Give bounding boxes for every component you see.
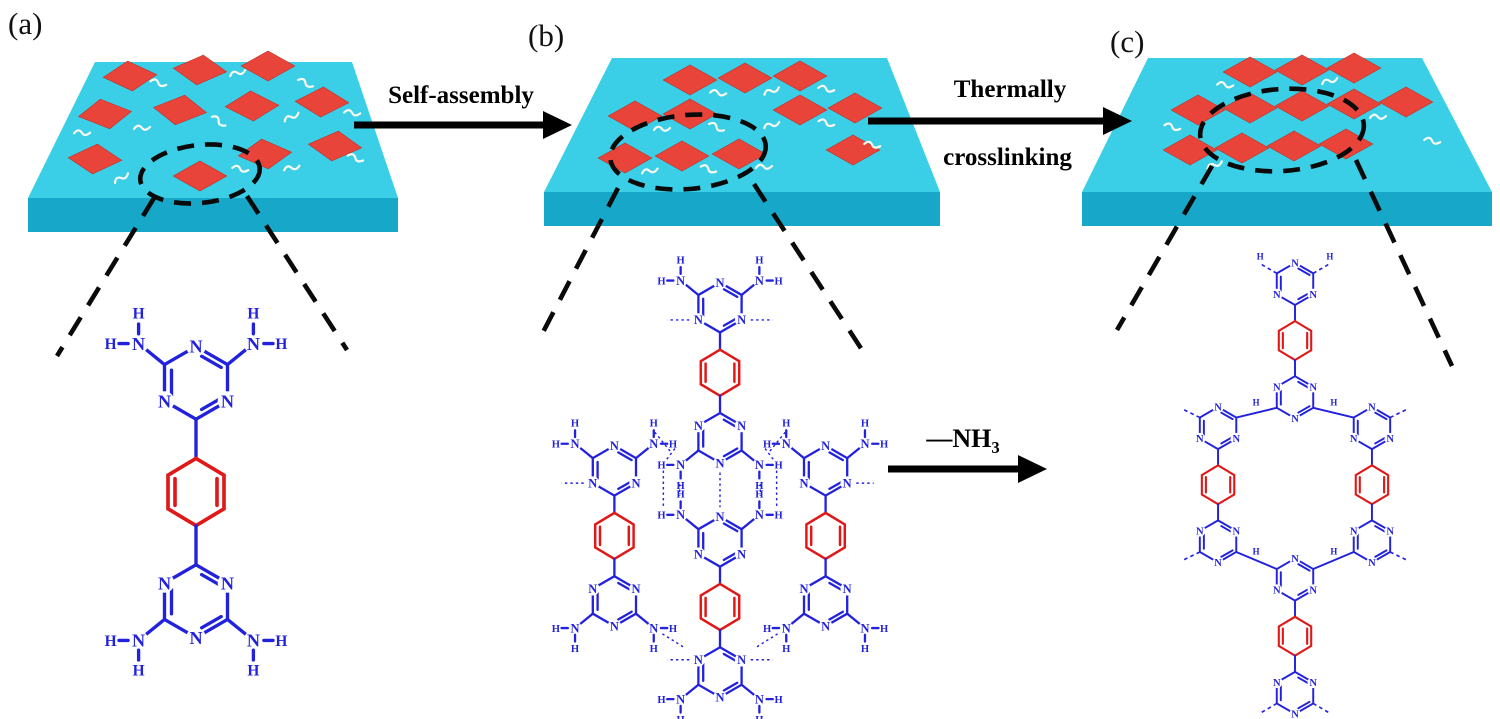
arrow-label-minus-nh3: —NH3: [888, 424, 1038, 458]
hydrogen-label: H: [1253, 546, 1260, 556]
hydrogen-label: H: [1326, 252, 1333, 262]
hydrogen-label: H: [1330, 546, 1337, 556]
molecule-network-c: H H H H H H: [1181, 252, 1409, 719]
panel-label-b: (b): [528, 18, 565, 53]
nh3-text: —NH: [926, 424, 992, 453]
hydrogen-label: H: [1253, 397, 1260, 407]
arrow-thermally-crosslinking: [868, 107, 1132, 135]
arrow-self-assembly: [354, 111, 572, 139]
molecule-monomer-a: [105, 305, 288, 679]
zoom-callout-a: [55, 194, 349, 358]
molecule-network-b: [552, 255, 889, 719]
zoom-circle-a: [137, 142, 263, 206]
nh3-subscript: 3: [991, 438, 1000, 458]
hydrogen-label: H: [1330, 397, 1337, 407]
zoom-callout-c: [1115, 159, 1455, 367]
hydrogen-label: H: [1257, 252, 1264, 262]
arrow-label-self-assembly: Self-assembly: [388, 82, 534, 109]
zoom-circle-b: [607, 112, 769, 192]
panel-label-c: (c): [1110, 24, 1145, 59]
hydrogen-bonds: [561, 319, 874, 661]
zoom-circle-c: [1197, 86, 1367, 174]
arrow-label-thermally: Thermally: [953, 76, 1067, 103]
panel-label-a: (a): [8, 6, 43, 41]
arrow-minus-nh3: [888, 455, 1047, 483]
zoom-callout-b: [537, 182, 868, 358]
arrow-label-crosslinking: crosslinking: [943, 144, 1072, 171]
